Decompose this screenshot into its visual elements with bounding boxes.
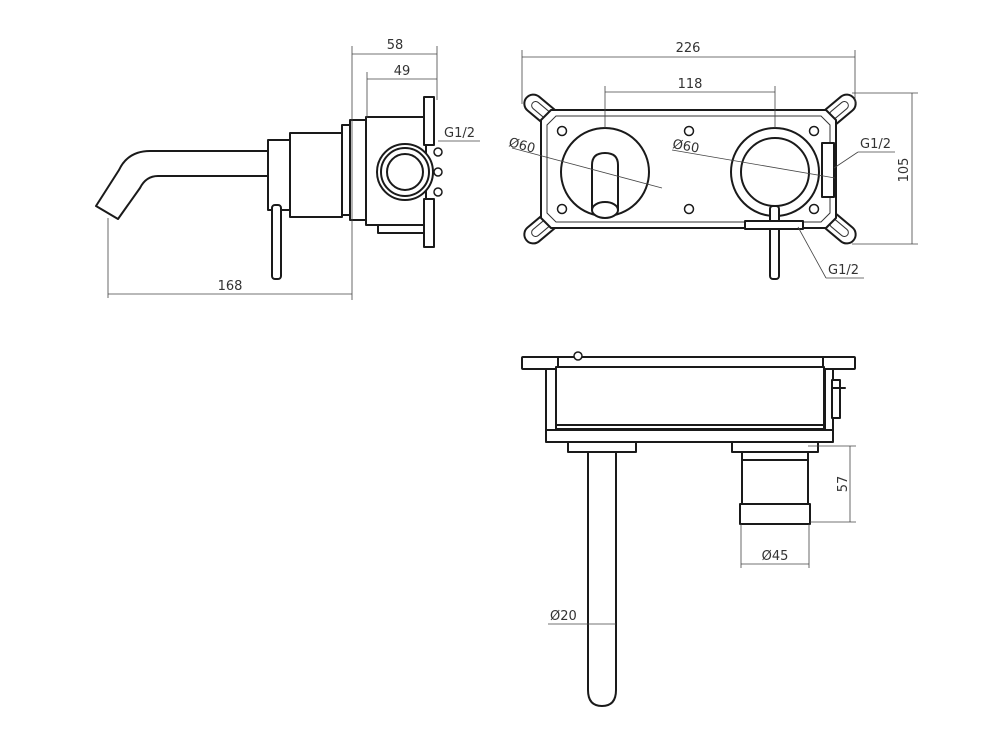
- front-hole-4: [556, 203, 568, 215]
- dim-dia60-right: Ø60: [671, 137, 700, 156]
- side-view: 58 49 168 G1/2: [95, 38, 480, 300]
- top-handle-cap: [731, 441, 819, 453]
- top-spout-cap: [567, 441, 637, 453]
- top-body: [555, 366, 825, 430]
- front-inlet-right: [821, 142, 835, 198]
- top-post-left: [545, 368, 557, 431]
- label-thread-front-right: G1/2: [860, 137, 891, 152]
- front-view: 226 118 105 Ø60 Ø60 G1/2 G1/2: [507, 41, 918, 280]
- top-spout-tube: [587, 451, 617, 707]
- side-lever: [271, 204, 282, 280]
- top-handle-ring: [739, 503, 811, 525]
- front-spout-tip: [591, 201, 619, 219]
- dim-dia60-left: Ø60: [507, 135, 537, 156]
- front-plate-inner: [546, 115, 831, 223]
- label-thread-front-bottom: G1/2: [828, 263, 859, 278]
- dim-49: 49: [394, 64, 411, 79]
- front-spout-end: [591, 152, 619, 211]
- side-connector-inner: [386, 153, 424, 191]
- spout-pipe: [95, 150, 269, 220]
- dim-118: 118: [678, 77, 703, 92]
- front-handle-lever: [769, 205, 780, 280]
- side-body: [289, 132, 343, 218]
- side-bolt-top: [433, 147, 443, 157]
- side-rosette: [267, 139, 291, 211]
- front-hole-3: [808, 125, 820, 137]
- front-hole-6: [808, 203, 820, 215]
- front-hole-5: [683, 203, 695, 215]
- top-plate: [557, 356, 824, 368]
- dim-58: 58: [387, 38, 404, 53]
- dim-168: 168: [218, 279, 243, 294]
- side-bolt-mid: [433, 167, 443, 177]
- dim-dia20: Ø20: [550, 609, 577, 624]
- front-bottom-bracket: [744, 220, 804, 230]
- dim-dia45: Ø45: [762, 549, 789, 564]
- side-mount-bottom: [423, 198, 435, 248]
- label-thread-side: G1/2: [444, 126, 475, 141]
- top-view: 57 Ø45 Ø20: [521, 351, 856, 707]
- front-hole-2: [683, 125, 695, 137]
- top-knob: [573, 351, 583, 361]
- dim-57: 57: [836, 476, 851, 493]
- front-hole-1: [556, 125, 568, 137]
- side-bolt-bottom: [433, 187, 443, 197]
- side-wall-plate: [341, 124, 351, 216]
- side-mount-top: [423, 96, 435, 146]
- top-inlet: [831, 379, 841, 419]
- dim-226: 226: [676, 41, 701, 56]
- side-bracket-bottom: [377, 224, 425, 234]
- dim-105: 105: [897, 158, 912, 183]
- top-base: [545, 429, 834, 443]
